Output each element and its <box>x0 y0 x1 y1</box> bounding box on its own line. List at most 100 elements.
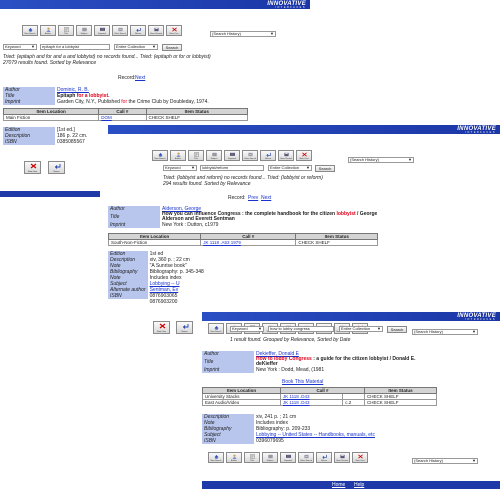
search-button[interactable]: Search <box>162 44 182 51</box>
book-material-link[interactable]: Book This Material <box>282 379 324 385</box>
author-link[interactable]: Dekieffer, Donald E <box>256 351 299 357</box>
scope-select[interactable]: Entire Collection▼ <box>268 165 312 171</box>
keyword-search-button[interactable]: Keyword <box>94 25 110 36</box>
start-over-button[interactable]: Start Over <box>296 150 312 161</box>
return-button[interactable]: Return <box>176 321 193 334</box>
search-history-select[interactable]: (Search History)▼ <box>210 31 276 37</box>
return-icon <box>136 27 141 32</box>
start-over-button[interactable]: Start Over <box>24 161 41 174</box>
description-label: Description <box>3 133 55 139</box>
author-search-button[interactable]: Author <box>226 452 242 463</box>
toolbar-button-label: Keyword <box>228 158 236 160</box>
help-link[interactable]: Help <box>354 482 365 488</box>
subject-search-button[interactable]: Subject <box>206 150 222 161</box>
search-input[interactable]: epitaph for a lobbyist <box>40 44 110 50</box>
return-button[interactable]: Return <box>48 161 65 174</box>
isbn-value: 0385085567 <box>57 139 85 145</box>
bibliography-label: Bibliography <box>202 426 254 432</box>
search-history-select[interactable]: (Search History)▼ <box>412 329 478 335</box>
scope-select[interactable]: Entire Collection▼ <box>339 326 383 332</box>
keyword-search-button[interactable]: Keyword <box>224 150 240 161</box>
alt-author-link[interactable]: Sentman, Ev <box>149 287 179 293</box>
call-number-link[interactable]: JK 1118 .D43 <box>282 394 310 399</box>
other-search-button[interactable]: Other Search <box>112 25 128 36</box>
next-record-link[interactable]: Next <box>261 195 272 201</box>
next-record-link[interactable]: Next <box>135 75 146 81</box>
author-search-button[interactable]: Author <box>40 25 56 36</box>
new-search-button[interactable]: New Search <box>208 452 224 463</box>
new-search-button[interactable]: New Search <box>22 25 38 36</box>
other-search-icon <box>304 454 309 459</box>
return-button[interactable]: Return <box>260 150 276 161</box>
search-button[interactable]: Search <box>315 165 335 172</box>
title-search-button[interactable]: Title <box>188 150 204 161</box>
new-search-button[interactable]: New Search <box>152 150 168 161</box>
title-search-button[interactable]: Title <box>244 452 260 463</box>
toolbar-button-label: Author <box>231 460 237 462</box>
return-button[interactable]: Return <box>130 25 146 36</box>
call-number-link[interactable]: DOM <box>101 115 112 120</box>
title-search-button[interactable]: Title <box>58 25 74 36</box>
save-record-button[interactable]: Save Record <box>334 452 350 463</box>
results-count: 294 results found. Sorted by Relevance <box>163 181 251 187</box>
toolbar-button-label: Save Record <box>336 331 348 333</box>
new-search-button[interactable]: New Search <box>208 323 224 334</box>
record-label: Record: <box>118 75 136 81</box>
keyword-search-button[interactable]: Keyword <box>280 452 296 463</box>
return-button[interactable]: Return <box>316 452 332 463</box>
author-icon <box>46 27 51 32</box>
subject-link[interactable]: Lobbying -- U <box>149 281 180 287</box>
note2-label: Note <box>108 275 148 281</box>
search-history-select[interactable]: (Search History)▼ <box>348 157 414 163</box>
start-over-button[interactable]: Start Over <box>166 25 182 36</box>
table-header-row: Item Location Call # Item Status <box>107 233 378 240</box>
note-label: Note <box>108 263 148 269</box>
subject-link[interactable]: Lobbying -- United States -- Handbooks, … <box>256 432 375 438</box>
search-input[interactable]: lobbyist/reform <box>200 165 264 171</box>
save-record-button[interactable]: Save Record <box>148 25 164 36</box>
author-label: Author <box>108 206 160 212</box>
subject-search-button[interactable]: Subject <box>262 452 278 463</box>
title-highlight: lobbyist <box>336 211 356 217</box>
start-over-icon <box>358 454 363 459</box>
toolbar-button-label: Title <box>250 460 254 462</box>
subject-icon <box>82 27 87 32</box>
edition-label: Edition <box>108 251 148 257</box>
home-link[interactable]: Home <box>332 482 346 488</box>
isbn-label: ISBN <box>202 438 254 444</box>
subject-icon <box>212 152 217 157</box>
search-button[interactable]: Search <box>387 326 407 333</box>
home-icon <box>158 152 163 157</box>
toolbar-button-label: Other Search <box>300 460 312 462</box>
other-search-button[interactable]: Other Search <box>242 150 258 161</box>
search-index-select[interactable]: Keyword▼ <box>230 326 264 332</box>
toolbar-button-label: Keyword <box>98 33 106 35</box>
call-number-link[interactable]: JK 1118 .A53 1979 <box>203 240 241 245</box>
other-search-button[interactable]: Other Search <box>298 452 314 463</box>
start-over-button[interactable]: Start Over <box>153 321 170 334</box>
author-link[interactable]: Alderson, George <box>162 206 202 212</box>
author-link[interactable]: Dominic, R. B. <box>57 87 89 93</box>
save-record-button[interactable]: Save Record <box>278 150 294 161</box>
call-number-link[interactable]: JK 1118 .D43 <box>282 400 310 405</box>
title-icon <box>64 27 69 32</box>
items-table: Item Location Call # Item Status Main Fi… <box>2 108 248 121</box>
edition-value: [1st ed.] <box>57 127 75 133</box>
author-search-button[interactable]: Author <box>170 150 186 161</box>
scope-select[interactable]: Entire Collection▼ <box>114 44 158 50</box>
start-over-button[interactable]: Start Over <box>352 452 368 463</box>
bibliography-value: Bibliography: p. 345-348 <box>149 269 204 275</box>
prev-record-link[interactable]: Prev <box>248 195 259 201</box>
search-index-select[interactable]: Keyword▼ <box>163 165 197 171</box>
description-value: xiv, 241 p. ; 21 cm <box>256 414 297 420</box>
item-location: East Audio/Video <box>202 399 281 406</box>
search-index-select[interactable]: Keyword▼ <box>3 44 37 50</box>
other-search-icon <box>118 27 123 32</box>
bottom-search-history-select[interactable]: (Search History)▼ <box>412 458 478 464</box>
subject-search-button[interactable]: Subject <box>76 25 92 36</box>
search-input[interactable]: how to lobby congress <box>268 326 334 332</box>
